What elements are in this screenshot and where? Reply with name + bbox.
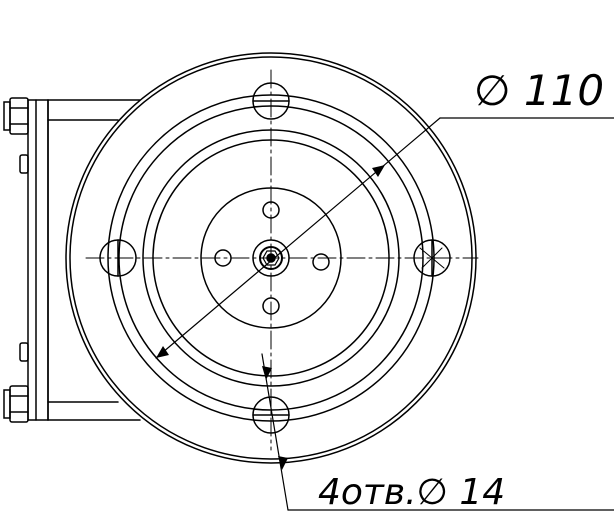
hub-hole-right	[312, 253, 330, 271]
center-lines	[85, 69, 479, 451]
diameter-label: ∅ 110	[474, 66, 604, 115]
diameter-dimension	[155, 117, 614, 359]
holes-label: 4отв.∅ 14	[318, 472, 505, 513]
bolt-mid-bottom	[19, 342, 29, 362]
bolt-bottom	[3, 385, 29, 423]
housing	[27, 99, 141, 421]
bolt-top	[3, 97, 29, 135]
bolt-mid-top	[19, 154, 29, 174]
holes-leader	[261, 353, 614, 511]
